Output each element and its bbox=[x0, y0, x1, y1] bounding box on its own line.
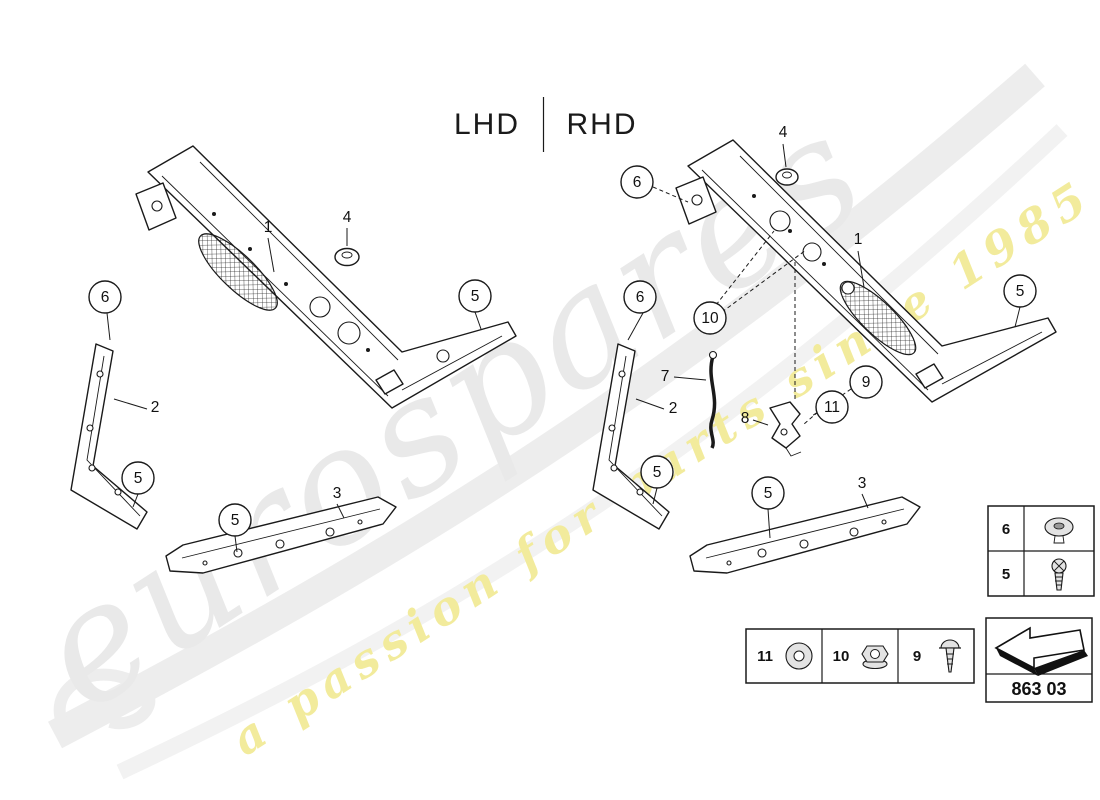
rhd-cowl-hole-1 bbox=[769, 210, 791, 232]
part-code-text: 863 03 bbox=[1011, 679, 1066, 699]
header-rhd: RHD bbox=[567, 108, 638, 141]
rhd-cowl-hole-2 bbox=[802, 242, 822, 262]
callout-rhd-11-circle bbox=[815, 390, 849, 424]
diagram-lhd: 1 4 5 6 2 5 5 3 bbox=[70, 145, 517, 574]
lhd-cowl-panel bbox=[147, 145, 517, 409]
part-code-box: 863 03 bbox=[985, 617, 1093, 703]
callout-rhd-11: 11 bbox=[824, 399, 840, 416]
rhd-drain-hose bbox=[709, 355, 717, 449]
lhd-cowl-hole-2 bbox=[337, 321, 361, 345]
header-lhd: LHD bbox=[454, 108, 520, 141]
lhd-side-trim bbox=[70, 343, 148, 530]
flange-nut-icon bbox=[861, 645, 889, 670]
legend-a-label-5: 5 bbox=[1002, 566, 1010, 583]
legend-a-label-6: 6 bbox=[1002, 521, 1010, 538]
callout-rhd-5a: 5 bbox=[1016, 283, 1025, 300]
callout-lhd-3: 3 bbox=[333, 485, 342, 502]
callout-lhd-6-circle bbox=[88, 280, 122, 314]
callout-rhd-10-circle bbox=[693, 301, 727, 335]
callout-rhd-7: 7 bbox=[661, 368, 670, 385]
rhd-cap bbox=[775, 168, 799, 186]
rhd-side-trim bbox=[592, 343, 670, 530]
washer-icon bbox=[785, 642, 813, 670]
rhd-cowl-panel bbox=[687, 139, 1057, 403]
callout-rhd-9-circle bbox=[849, 365, 883, 399]
rhd-callouts: 6 4 1 5 10 7 8 9 11 6 2 5 bbox=[620, 124, 1037, 539]
watermark-swoosh bbox=[48, 63, 1045, 749]
rhd-bracket bbox=[769, 401, 801, 449]
legend-b-label-11: 11 bbox=[757, 648, 773, 665]
grommet-icon bbox=[1044, 517, 1074, 544]
rhd-cowl-grille bbox=[839, 280, 917, 356]
callout-rhd-6a-circle bbox=[620, 165, 654, 199]
callout-rhd-4: 4 bbox=[779, 124, 788, 141]
legend-box-a: 6 5 bbox=[987, 505, 1095, 597]
lhd-cowl-hole-3 bbox=[436, 349, 450, 363]
rhd-cowl-hole-3 bbox=[841, 281, 855, 295]
callout-rhd-3: 3 bbox=[858, 475, 867, 492]
callout-rhd-1: 1 bbox=[854, 231, 863, 248]
callout-rhd-6a: 6 bbox=[633, 174, 642, 191]
rhd-lower-trim bbox=[689, 496, 921, 574]
diagram-rhd: 6 4 1 5 10 7 8 9 11 6 2 5 bbox=[592, 124, 1057, 574]
callout-rhd-8: 8 bbox=[741, 410, 750, 427]
watermark-swoosh-2 bbox=[116, 124, 1068, 780]
watermark-swirl bbox=[53, 668, 156, 739]
callout-lhd-2: 2 bbox=[151, 399, 160, 416]
callout-lhd-5c: 5 bbox=[231, 512, 240, 529]
callout-lhd-6: 6 bbox=[101, 289, 110, 306]
callout-rhd-10: 10 bbox=[701, 310, 719, 327]
lhd-cowl-hole-1 bbox=[309, 296, 331, 318]
lhd-cowl-grille bbox=[198, 233, 278, 311]
legend-box-b: 11 10 9 bbox=[745, 628, 975, 684]
callout-lhd-1: 1 bbox=[264, 219, 273, 236]
callout-rhd-5c: 5 bbox=[764, 485, 773, 502]
lhd-callouts: 1 4 5 6 2 5 5 3 bbox=[88, 209, 492, 553]
callout-lhd-4: 4 bbox=[343, 209, 352, 226]
callout-rhd-6b: 6 bbox=[636, 289, 645, 306]
legend-b-label-10: 10 bbox=[833, 648, 850, 665]
lhd-cap bbox=[334, 247, 360, 267]
callout-rhd-2: 2 bbox=[669, 400, 678, 417]
screw-icon bbox=[1051, 558, 1067, 591]
callout-rhd-5b: 5 bbox=[653, 464, 662, 481]
callout-rhd-6b-circle bbox=[623, 280, 657, 314]
arrow-logo-icon bbox=[994, 626, 1088, 676]
callout-lhd-5b: 5 bbox=[134, 470, 143, 487]
legend-b-label-9: 9 bbox=[913, 648, 921, 665]
lhd-lower-trim bbox=[165, 496, 397, 574]
callout-rhd-9: 9 bbox=[862, 374, 871, 391]
rivet-screw-icon bbox=[939, 639, 961, 673]
callout-lhd-5a: 5 bbox=[471, 288, 480, 305]
